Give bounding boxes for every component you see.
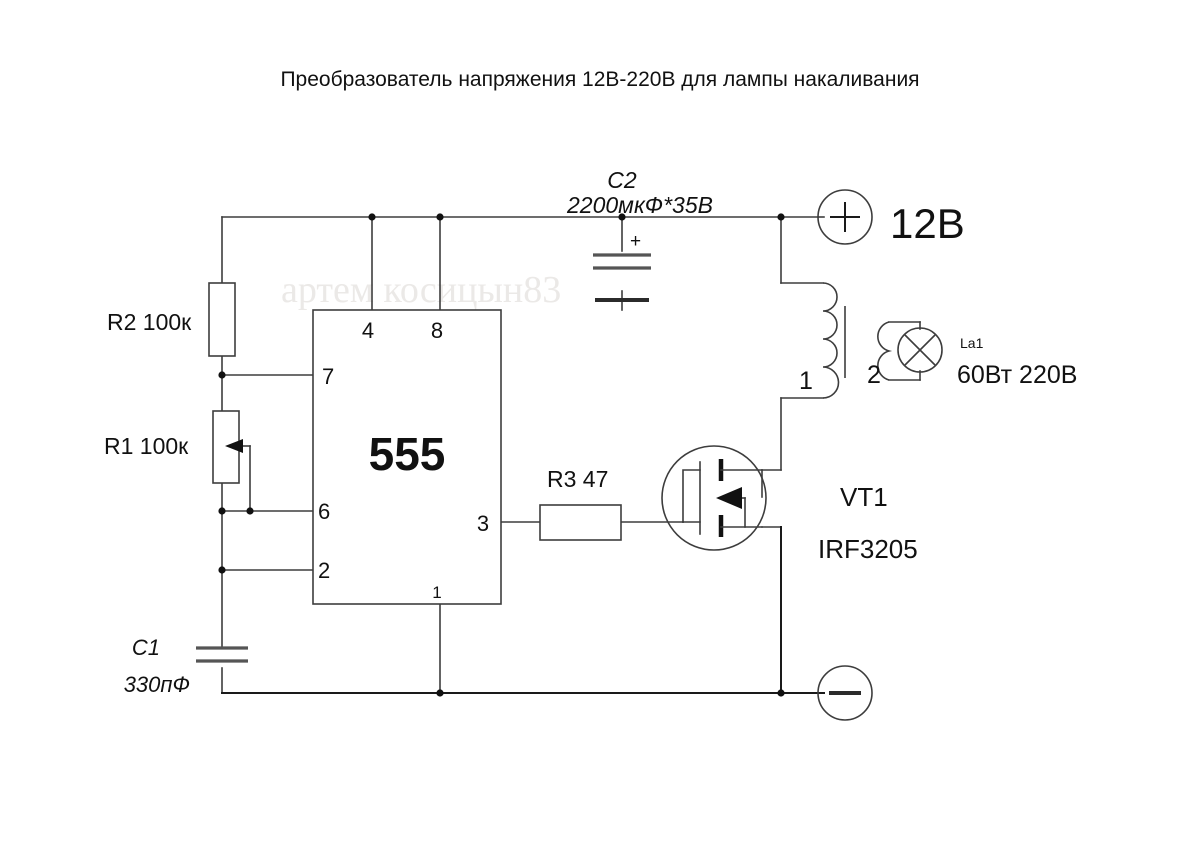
terminal-positive[interactable]	[817, 189, 873, 245]
transformer-secondary-label: 2	[867, 361, 881, 389]
junction-pin8	[436, 213, 444, 221]
ic-555-body[interactable]	[312, 309, 502, 605]
junction-pin2	[218, 566, 226, 574]
mosfet-body-arrowhead	[716, 487, 742, 509]
junction-wiper	[246, 507, 254, 515]
resistor-r3-body	[539, 504, 622, 541]
ic-pin-6-label: 6	[318, 499, 330, 524]
resistor-r2-label: R2 100к	[107, 309, 192, 335]
capacitor-c1-value: 330пФ	[124, 672, 190, 697]
mosfet-vt1-part: IRF3205	[818, 534, 918, 564]
capacitor-c2-value: 2200мкФ*35В	[566, 192, 713, 218]
resistor-r3-label: R3 47	[547, 466, 608, 492]
lamp-rating: 60Вт 220В	[957, 361, 1077, 389]
junction-pin1-ground	[436, 689, 444, 697]
capacitor-c2-polarity: +	[630, 231, 641, 252]
lamp-cross-2	[904, 334, 936, 366]
transformer-primary-winding	[822, 282, 840, 399]
ic-pin-7-label: 7	[322, 364, 334, 389]
potentiometer-r1-label: R1 100к	[104, 433, 189, 459]
ic-pin-1-label: 1	[432, 583, 441, 602]
resistor-r2-body	[208, 282, 236, 357]
junction-source-ground	[777, 689, 785, 697]
ic-pin-8-label: 8	[431, 318, 443, 343]
mosfet-vt1-designator: VT1	[840, 482, 888, 512]
page-title: Преобразователь напряжения 12В-220В для …	[280, 68, 919, 91]
junction-pin7	[218, 371, 226, 379]
transformer-secondary-winding	[877, 321, 893, 381]
lamp-designator: La1	[960, 335, 984, 351]
lamp-envelope	[897, 327, 943, 373]
ic-555-label: 555	[369, 428, 446, 480]
capacitor-c2-designator: C2	[607, 167, 637, 193]
capacitor-c1-designator: C1	[132, 635, 160, 660]
junction-pin6	[218, 507, 226, 515]
junction-pin4	[368, 213, 376, 221]
junction-primary	[777, 213, 785, 221]
terminal-negative[interactable]	[817, 665, 873, 721]
ic-pin-3-label: 3	[477, 511, 489, 536]
junction-c2	[618, 213, 626, 221]
ic-pin-4-label: 4	[362, 318, 374, 343]
ic-pin-2-label: 2	[318, 558, 330, 583]
watermark-text: артем косицын83	[281, 269, 561, 311]
pot-wiper-arrowhead	[225, 439, 243, 453]
transformer-primary-label: 1	[799, 367, 813, 395]
supply-voltage-label: 12В	[890, 200, 965, 247]
mosfet-vt1-envelope	[661, 445, 767, 551]
mosfet-gate-lead	[682, 469, 701, 523]
